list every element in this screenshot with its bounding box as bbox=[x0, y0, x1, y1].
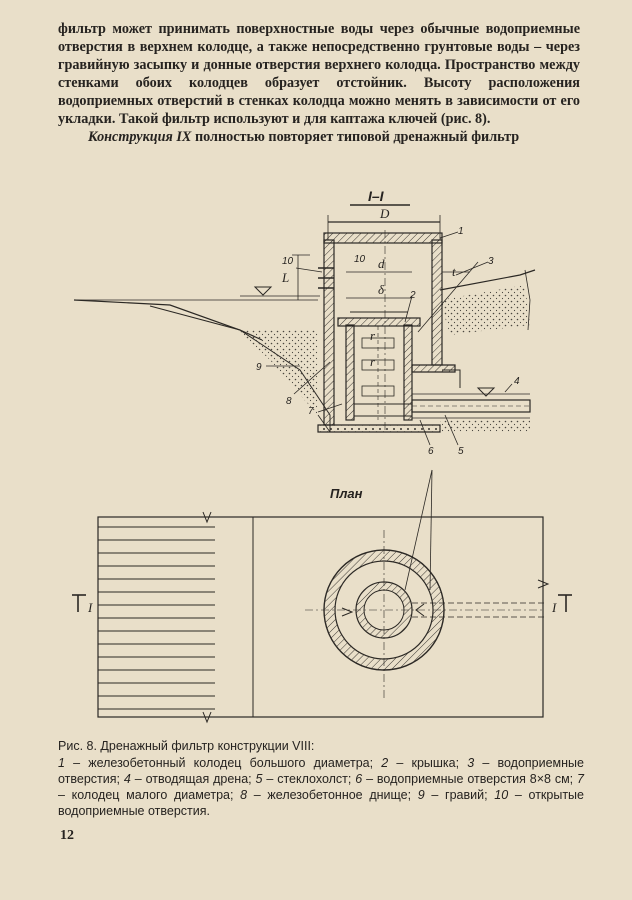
caption-item-7-text: – колодец малого диаметра; bbox=[58, 788, 241, 802]
plan-label: План bbox=[330, 486, 363, 501]
paragraph-2-lead: Конструкция IX bbox=[88, 129, 192, 145]
caption-item-3-text: – водоприемные отверстия; bbox=[58, 756, 584, 786]
callout-3: 3 bbox=[488, 256, 494, 267]
body-text: фильтр может принимать поверхностные вод… bbox=[58, 20, 580, 146]
callout-2: 2 bbox=[409, 290, 416, 301]
caption-item-5-text: – стеклохолст; bbox=[262, 772, 356, 786]
figure-caption: Рис. 8. Дренажный фильтр конструкции VII… bbox=[58, 738, 584, 819]
dim-label-d: d bbox=[378, 256, 385, 271]
gravel-fill-left bbox=[238, 330, 318, 415]
plan-gravel-lines bbox=[98, 526, 215, 710]
caption-item-8-number: 8 bbox=[240, 788, 248, 802]
dim-label-r-2: r bbox=[370, 354, 376, 369]
dim-label-delta: δ bbox=[378, 282, 385, 297]
caption-item-6-number: 6 bbox=[355, 772, 363, 786]
callout-6: 6 bbox=[428, 446, 434, 457]
plan-view bbox=[72, 511, 572, 724]
caption-item-6-text: – водоприемные отверстия 8×8 см; bbox=[362, 772, 578, 786]
section-label: I–I bbox=[368, 188, 384, 204]
inner-well-lid bbox=[337, 317, 421, 327]
caption-item-2-number: 2 bbox=[381, 756, 389, 770]
bottom-slab bbox=[317, 424, 441, 433]
paragraph-1: фильтр может принимать поверхностные вод… bbox=[58, 21, 580, 127]
caption-item-10-text: – открытые водоприемные отверстия. bbox=[58, 788, 584, 818]
callout-10-inner: 10 bbox=[354, 254, 366, 265]
section-view bbox=[73, 204, 536, 446]
caption-title: Рис. 8. Дренажный фильтр конструкции VII… bbox=[58, 739, 315, 753]
caption-item-8-text: – железобетонное днище; bbox=[247, 788, 418, 802]
dim-label-r-1: r bbox=[370, 328, 376, 343]
ground-surface-left bbox=[73, 299, 263, 341]
caption-item-1-number: 1 bbox=[58, 756, 65, 770]
caption-item-4-number: 4 bbox=[123, 772, 131, 786]
caption-item-3-number: 3 bbox=[467, 756, 475, 770]
caption-item-5-number: 5 bbox=[255, 772, 263, 786]
caption-item-4-text: – отводящая дрена; bbox=[130, 772, 256, 786]
page-number: 12 bbox=[60, 828, 74, 843]
callout-10-left: 10 bbox=[282, 256, 294, 267]
dim-label-D: D bbox=[379, 206, 390, 221]
caption-item-1-text: – железобетонный колодец большого диамет… bbox=[64, 756, 382, 770]
cut-mark-right: I bbox=[551, 600, 557, 615]
callout-9: 9 bbox=[256, 362, 262, 373]
caption-item-9-text: – гравий; bbox=[424, 788, 495, 802]
cut-mark-left: I bbox=[87, 600, 93, 615]
caption-item-7-number: 7 bbox=[577, 772, 584, 786]
inner-well-left-wall bbox=[345, 324, 355, 421]
dim-label-L: L bbox=[281, 270, 289, 285]
inner-well-right-wall bbox=[403, 324, 413, 421]
ground-surface-right bbox=[439, 269, 536, 291]
callout-1: 1 bbox=[458, 226, 464, 237]
dim-label-t: t bbox=[452, 264, 456, 279]
paragraph-2: Конструкция IX полностью повторяет типов… bbox=[58, 128, 580, 146]
caption-item-10-number: 10 bbox=[494, 788, 509, 802]
callout-4: 4 bbox=[514, 376, 520, 387]
outer-well-top-slab bbox=[323, 232, 443, 244]
leader-lines-6 bbox=[404, 469, 433, 591]
caption-item-2-text: – крышка; bbox=[388, 756, 468, 770]
caption-item-9-number: 9 bbox=[417, 788, 425, 802]
callout-8: 8 bbox=[286, 396, 292, 407]
paragraph-2-rest: полностью повторяет типовой дренажный фи… bbox=[191, 129, 520, 145]
caption-legend: 1 – железобетонный колодец большого диам… bbox=[58, 756, 584, 818]
outer-well-right-wall bbox=[431, 239, 443, 366]
callout-7: 7 bbox=[308, 406, 314, 417]
callout-5: 5 bbox=[458, 446, 464, 457]
